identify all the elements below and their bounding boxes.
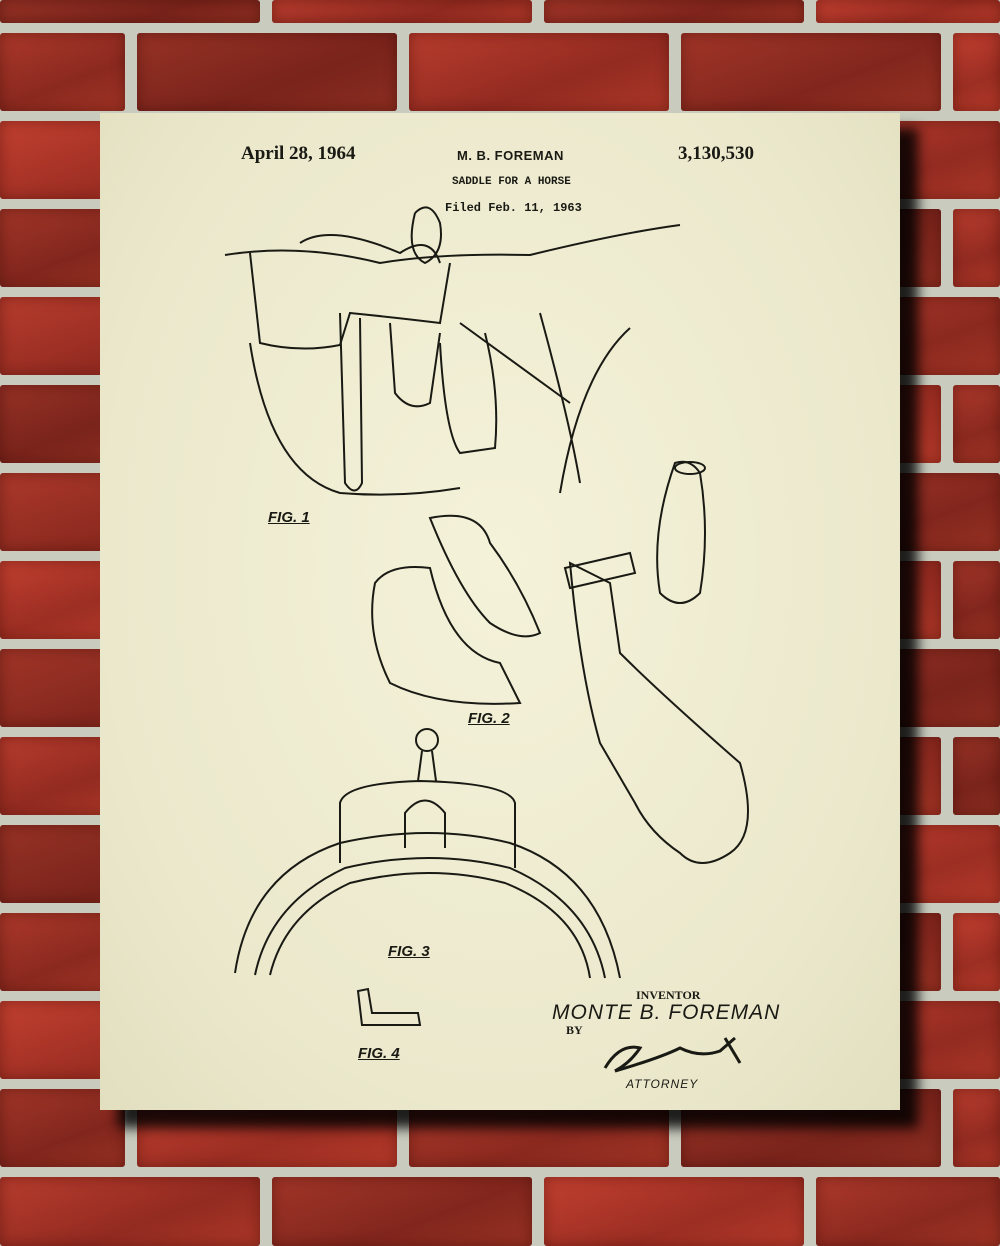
- inventor-header: M. B. FOREMAN: [457, 148, 564, 163]
- brick: [953, 913, 1000, 991]
- by-label: BY: [566, 1023, 583, 1037]
- filed-date: Filed Feb. 11, 1963: [445, 201, 582, 215]
- attorney-signature: [603, 1036, 742, 1073]
- brick: [953, 561, 1000, 639]
- patent-title: SADDLE FOR A HORSE: [452, 176, 571, 188]
- brick: [272, 1177, 532, 1246]
- brick: [272, 0, 532, 23]
- brick: [0, 0, 260, 23]
- inventor-label: INVENTOR: [636, 988, 701, 1002]
- figure-1-label: FIG. 1: [268, 509, 310, 526]
- brick: [544, 1177, 804, 1246]
- figure-2-label: FIG. 2: [468, 710, 510, 727]
- saddle-drawing: [224, 206, 749, 1073]
- brick: [137, 33, 397, 111]
- inventor-name: MONTE B. FOREMAN: [552, 1001, 781, 1024]
- figure-3-label: FIG. 3: [388, 943, 430, 960]
- brick: [953, 385, 1000, 463]
- brick: [681, 33, 941, 111]
- brick: [953, 33, 1000, 111]
- brick: [953, 209, 1000, 287]
- brick: [409, 33, 669, 111]
- patent-number: 3,130,530: [678, 143, 754, 164]
- brick: [816, 1177, 1000, 1246]
- brick: [816, 0, 1000, 23]
- patent-date: April 28, 1964: [241, 143, 356, 164]
- attorney-label: ATTORNEY: [626, 1077, 699, 1091]
- brick: [953, 1089, 1000, 1167]
- brick: [544, 0, 804, 23]
- patent-poster: April 28, 1964 M. B. FOREMAN 3,130,530 S…: [100, 113, 900, 1110]
- brick: [953, 737, 1000, 815]
- figure-4-label: FIG. 4: [358, 1045, 400, 1062]
- brick: [0, 33, 125, 111]
- brick: [0, 1177, 260, 1246]
